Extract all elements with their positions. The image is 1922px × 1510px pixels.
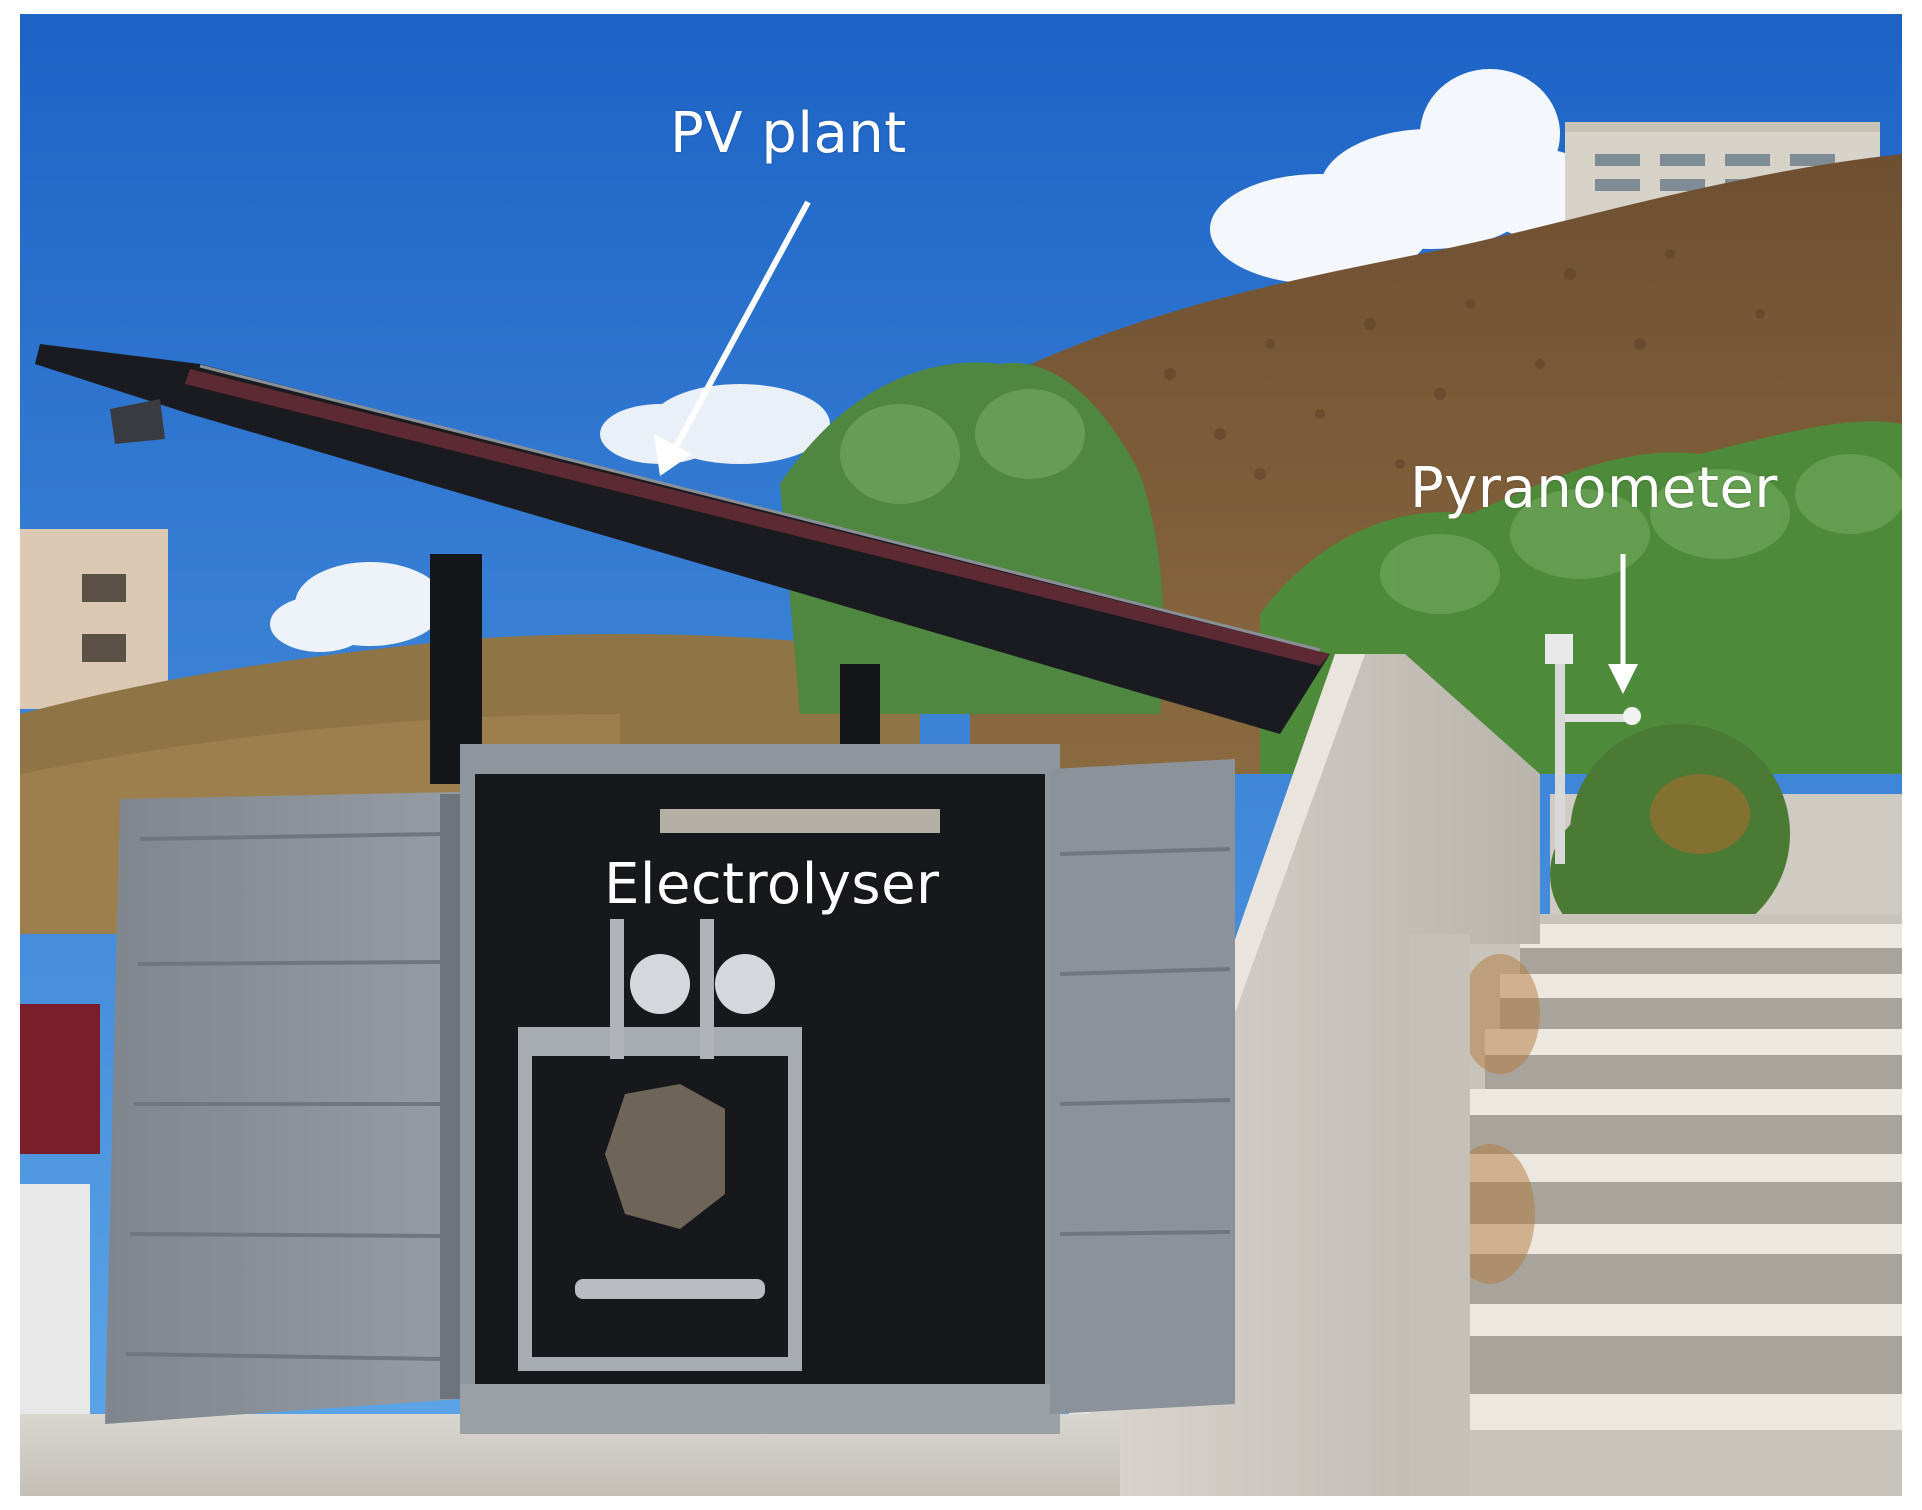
vegetation-middle-light bbox=[840, 389, 1085, 504]
building-left bbox=[20, 529, 168, 709]
pv-plant-label: PV plant bbox=[670, 101, 907, 166]
pv-plant-arrow bbox=[654, 200, 811, 476]
parked-car bbox=[20, 1004, 100, 1414]
electrolyser-equipment bbox=[518, 919, 802, 1371]
container-door-left bbox=[105, 792, 460, 1424]
pv-panel bbox=[35, 344, 1330, 784]
cloud-left bbox=[270, 562, 445, 652]
pyranometer-arrow bbox=[1608, 554, 1638, 694]
container bbox=[460, 744, 1060, 1434]
pyranometer-label: Pyranometer bbox=[1410, 456, 1778, 521]
vegetation-right-highlights bbox=[1380, 454, 1902, 614]
scene-illustration bbox=[20, 14, 1902, 1496]
electrolyser-label: Electrolyser bbox=[604, 852, 940, 917]
container-door-right bbox=[1050, 759, 1235, 1414]
stairs bbox=[1430, 914, 1902, 1496]
pyranometer-device bbox=[1545, 634, 1641, 864]
photo: PV plant Pyranometer Electrolyser bbox=[20, 14, 1902, 1496]
cloud-right bbox=[1210, 69, 1600, 284]
concrete-wall-side bbox=[1410, 934, 1470, 1496]
